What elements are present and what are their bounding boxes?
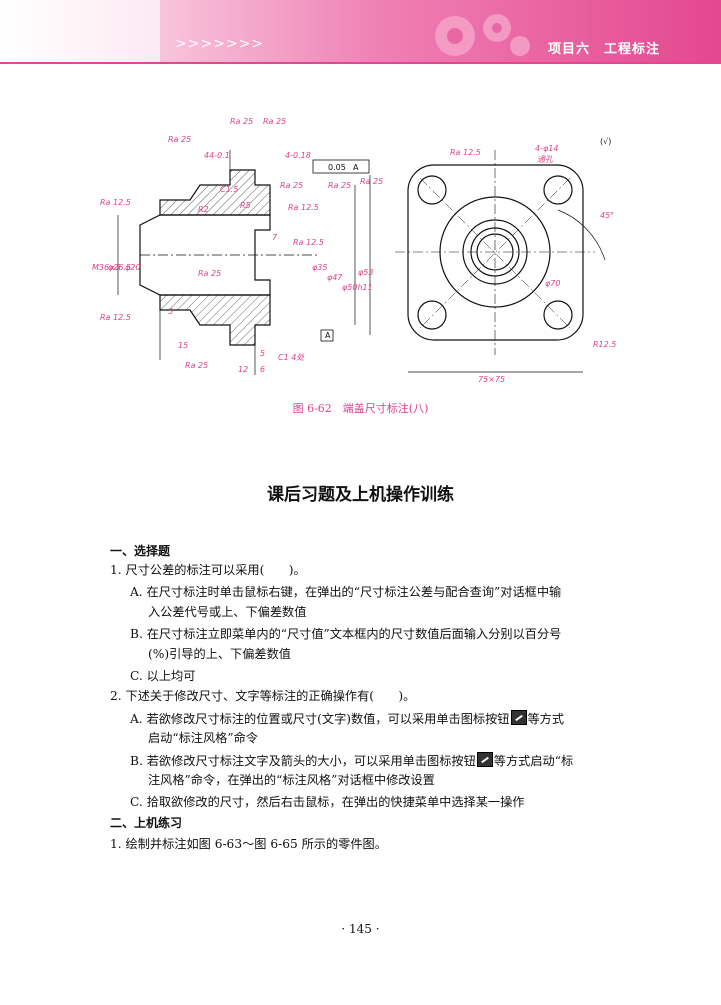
label-ra12-5-b: Ra 12.5 <box>100 313 131 322</box>
label-ra25-d: Ra 25 <box>280 181 303 190</box>
q2-b-text-2: 等方式启动“标 <box>493 754 574 768</box>
flange-outline <box>407 164 584 341</box>
label-5b: 5 <box>260 349 265 358</box>
label-c1: C1 4处 <box>278 353 305 362</box>
label-r2: R2 <box>198 205 209 214</box>
label-c15: C1.5 <box>220 185 238 194</box>
q2-option-b-line1: B. 若欲修改尺寸标注文字及箭头的大小，可以采用单击图标按钮 等方式启动“标 <box>130 752 573 770</box>
label-phi35: φ35 <box>312 263 327 272</box>
datum-a: A <box>325 331 331 340</box>
label-phi50h11: φ50h11 <box>342 283 373 292</box>
page-header: >>>>>>> 项目六 工程标注 <box>0 0 721 62</box>
label-15: 15 <box>178 341 188 350</box>
roughness-note: (√) <box>600 137 611 146</box>
section-title: 课后习题及上机操作训练 <box>267 485 454 505</box>
label-5a: 5 <box>168 307 173 316</box>
project-label: 项目六 工程标注 <box>548 42 661 57</box>
page-number: · 145 · <box>341 922 380 936</box>
question-2: 2. 下述关于修改尺寸、文字等标注的正确操作有( )。 <box>110 689 416 703</box>
section-upper <box>159 169 271 216</box>
figure-caption: 图 6-62 端盖尺寸标注(八) <box>292 402 429 415</box>
q2-option-a-line2: 启动“标注风格”命令 <box>148 731 258 745</box>
label-ra25-c: Ra 25 <box>263 117 286 126</box>
part1-title: 一、选择题 <box>110 544 171 558</box>
dimension-style-icon <box>476 752 493 767</box>
label-ra12-5-d: Ra 12.5 <box>293 238 324 247</box>
end-cap-drawing: Ra 25 Ra 25 Ra 25 Ra 25 Ra 25 Ra 25 Ra 2… <box>92 117 616 384</box>
q2-option-a-line1: A. 若欲修改尺寸标注的位置或尺寸(文字)数值，可以采用单击图标按钮 等方式 <box>130 710 564 728</box>
label-phi53: φ53 <box>358 268 373 277</box>
label-ra25-g: Ra 25 <box>185 361 208 370</box>
tolerance-datum: A <box>353 163 359 172</box>
label-holes-note: 通孔 <box>537 155 554 164</box>
label-ra12-5-c: Ra 12.5 <box>288 203 319 212</box>
label-r12-5: R12.5 <box>593 340 616 349</box>
q2-a-text-2: 等方式 <box>527 712 565 726</box>
q1-option-a-line1: A. 在尺寸标注时单击鼠标右键，在弹出的“尺寸标注公差与配合查询”对话框中输 <box>130 585 562 599</box>
q1-option-c: C. 以上均可 <box>130 669 196 683</box>
label-phi47: φ47 <box>327 273 343 282</box>
q2-a-text-1: A. 若欲修改尺寸标注的位置或尺寸(文字)数值，可以采用单击图标按钮 <box>130 712 510 726</box>
q1-option-a-line2: 入公差代号或上、下偏差数值 <box>148 605 307 619</box>
question-1: 1. 尺寸公差的标注可以采用( )。 <box>110 563 306 577</box>
label-holes: 4-φ14 <box>535 144 558 153</box>
label-ra12-5-e: Ra 12.5 <box>450 148 481 157</box>
header-left-fade <box>0 0 160 62</box>
section-lower <box>159 294 271 346</box>
q1-option-b-line2: (%)引导的上、下偏差数值 <box>148 647 291 661</box>
label-phi26-5: φ26.5 <box>108 263 131 272</box>
header-chevrons: >>>>>>> <box>175 36 265 52</box>
tolerance-value: 0.05 <box>328 163 346 172</box>
label-ra25-e: Ra 25 <box>328 181 351 190</box>
label-ra25-a: Ra 25 <box>168 135 191 144</box>
q2-option-c: C. 拾取欲修改的尺寸，然后右击鼠标，在弹出的快捷菜单中选择某一操作 <box>130 795 525 809</box>
label-7: 7 <box>272 233 278 242</box>
gears-icon <box>435 14 530 56</box>
q2-option-b-line2: 注风格”命令，在弹出的“标注风格”对话框中修改设置 <box>148 773 435 787</box>
label-ra25-h: Ra 25 <box>360 177 383 186</box>
label-angle: 45° <box>600 211 614 220</box>
label-12: 12 <box>238 365 248 374</box>
label-ra25-f: Ra 25 <box>198 269 221 278</box>
label-75x75: 75×75 <box>478 375 505 384</box>
q2-b-text-1: B. 若欲修改尺寸标注文字及箭头的大小，可以采用单击图标按钮 <box>130 754 476 768</box>
part2-title: 二、上机练习 <box>110 816 183 830</box>
label-4: 4-0.18 <box>285 151 311 160</box>
label-6: 6 <box>260 365 265 374</box>
label-phi70: φ70 <box>545 279 560 288</box>
label-phi20: φ20 <box>125 263 140 272</box>
label-m36: M36×2 <box>92 263 121 272</box>
q1-option-b-line1: B. 在尺寸标注立即菜单内的“尺寸值”文本框内的尺寸数值后面输入分别以百分号 <box>130 627 562 641</box>
label-ra25-b: Ra 25 <box>230 117 253 126</box>
dimension-edit-icon <box>510 710 527 725</box>
header-divider <box>0 62 721 64</box>
label-44: 44-0.1 <box>204 151 230 160</box>
practice-1: 1. 绘制并标注如图 6-63～图 6-65 所示的零件图。 <box>110 837 387 851</box>
label-r5: R5 <box>240 201 251 210</box>
label-ra12-5-a: Ra 12.5 <box>100 198 131 207</box>
